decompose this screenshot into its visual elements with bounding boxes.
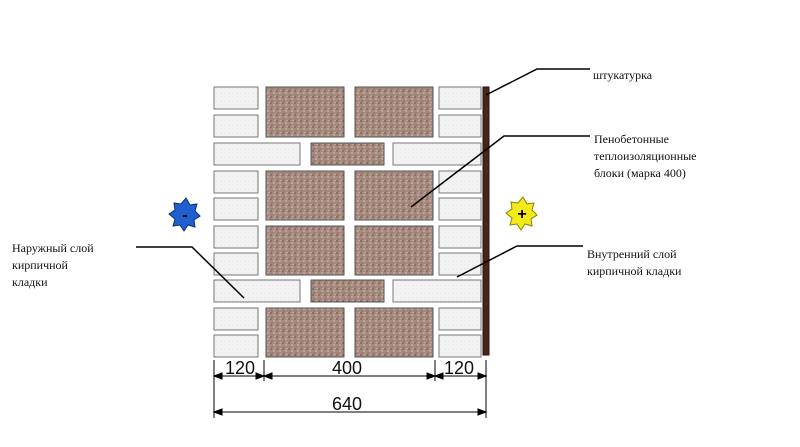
- brick: [392, 279, 482, 303]
- brick: [213, 170, 259, 194]
- foam-blocks-label-line: Пенобетонные: [594, 132, 670, 146]
- warm-star-icon: [505, 196, 538, 231]
- warm-side-sign: +: [505, 196, 538, 231]
- dimension-middle: 400: [332, 358, 362, 378]
- brick: [213, 307, 259, 331]
- inner-layer-label-line: Внутренний слой: [587, 247, 677, 261]
- brick: [438, 170, 482, 194]
- outer-layer-label-line: Наружный слой: [12, 241, 94, 255]
- brick: [213, 225, 259, 249]
- inner-layer-leader: [456, 245, 583, 278]
- foam-block: [265, 170, 345, 221]
- foam-leader: [410, 135, 590, 208]
- foam-block-layer: [265, 86, 434, 358]
- foam-block: [354, 225, 434, 276]
- brick: [213, 86, 259, 110]
- brick: [438, 114, 482, 138]
- cold-sign-text: -: [182, 207, 187, 224]
- brick: [438, 307, 482, 331]
- foam-blocks-label-line: теплоизоляционные: [594, 149, 697, 163]
- foam-block: [310, 279, 385, 303]
- outer-layer-label-line: кирпичной: [12, 258, 68, 272]
- cold-star-icon: [168, 197, 201, 232]
- foam-block: [354, 307, 434, 358]
- dimension-outer: 120: [225, 358, 255, 378]
- brick: [438, 225, 482, 249]
- brick: [438, 197, 482, 221]
- foam-block: [265, 86, 345, 138]
- cold-side-sign: -: [168, 197, 201, 232]
- outer-brick-layer: [213, 86, 301, 358]
- brick: [213, 142, 301, 166]
- dimension-inner: 120: [444, 358, 474, 378]
- outer-layer-label-line: кладки: [12, 275, 48, 289]
- dimension-total: 640: [332, 394, 362, 414]
- brick: [213, 197, 259, 221]
- foam-blocks-label-line: блоки (марка 400): [594, 166, 686, 180]
- foam-block: [354, 170, 434, 221]
- foam-block: [354, 86, 434, 138]
- dimension-lines: [212, 360, 488, 418]
- brick: [213, 114, 259, 138]
- foam-block: [265, 225, 345, 276]
- inner-layer-label-line: кирпичной кладки: [587, 264, 682, 278]
- foam-blocks-label: Пенобетонные теплоизоляционные блоки (ма…: [594, 131, 697, 182]
- brick: [438, 334, 482, 358]
- plaster-layer: [482, 86, 490, 356]
- plaster-label-text: штукатурка: [593, 68, 653, 82]
- brick: [438, 86, 482, 110]
- outer-layer-label: Наружный слой кирпичной кладки: [12, 240, 94, 291]
- brick: [213, 279, 301, 303]
- foam-block: [265, 307, 345, 358]
- brick: [213, 334, 259, 358]
- brick: [213, 252, 259, 276]
- brick: [392, 142, 482, 166]
- plaster-leader: [485, 68, 590, 96]
- inner-layer-label: Внутренний слой кирпичной кладки: [587, 246, 681, 280]
- brick: [438, 252, 482, 276]
- plaster-label: штукатурка: [593, 67, 652, 84]
- outer-layer-leader: [136, 246, 245, 299]
- foam-block: [310, 142, 385, 166]
- warm-sign-text: +: [517, 206, 526, 223]
- leader-lines: [136, 68, 590, 299]
